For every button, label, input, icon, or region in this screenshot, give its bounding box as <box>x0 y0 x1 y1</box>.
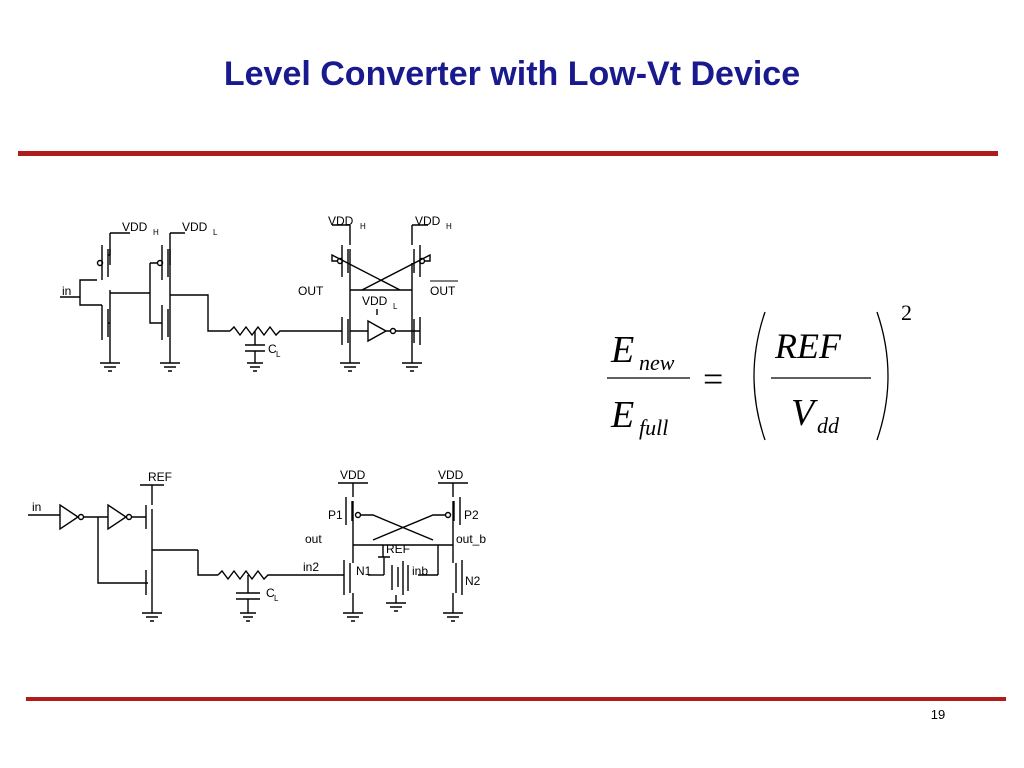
label-vdd-l-2-sub: L <box>393 302 398 311</box>
formula-e-new: E <box>610 329 634 371</box>
label-p1: P1 <box>328 508 343 522</box>
label-n2: N2 <box>465 574 481 588</box>
label-in: in <box>62 284 71 298</box>
label-n1: N1 <box>356 564 372 578</box>
label-ref-top: REF <box>148 470 172 484</box>
formula-ref: REF <box>774 326 842 366</box>
label-in2: in2 <box>303 560 319 574</box>
label-vdd-h-3-sub: H <box>446 222 452 231</box>
label-out-b: out_b <box>456 532 486 546</box>
formula-e-new-sub: new <box>639 350 675 375</box>
circuit-diagram-bottom <box>28 482 468 622</box>
label-out-bar: OUT <box>430 284 456 298</box>
formula-e-full: E <box>610 394 634 436</box>
page-number: 19 <box>930 707 946 722</box>
label-cl-sub: L <box>276 350 281 359</box>
label-vdd-h-1: VDD <box>122 220 148 234</box>
slide-title: Level Converter with Low-Vt Device <box>223 55 801 93</box>
circuit-top-labels: VDD H VDD L VDD H VDD H VDD L in OUT OUT… <box>62 214 458 359</box>
label-vdd-h-2-sub: H <box>360 222 366 231</box>
label-vdd-left: VDD <box>340 468 366 482</box>
label-vdd-right: VDD <box>438 468 464 482</box>
label-ref-mid: REF <box>386 542 410 556</box>
label-out: out <box>305 532 322 546</box>
label-vdd-h-1-sub: H <box>153 228 159 237</box>
label-vdd-l-1: VDD <box>182 220 208 234</box>
label-vdd-l-1-sub: L <box>213 228 218 237</box>
energy-ratio-formula: E new E full = REF V dd 2 <box>607 300 912 441</box>
label-cl: C <box>268 342 277 356</box>
label-vdd-h-3: VDD <box>415 214 441 228</box>
circuit-bottom-labels: REF in VDD VDD P1 P2 out out_b REF in2 N… <box>32 468 486 603</box>
label-vdd-l-2: VDD <box>362 294 388 308</box>
bottom-divider <box>26 697 1006 701</box>
label-inb: inb <box>412 564 428 578</box>
label-cl-sub: L <box>274 594 279 603</box>
formula-e-full-sub: full <box>639 415 668 440</box>
right-parenthesis <box>876 311 889 441</box>
formula-equals: = <box>703 359 723 399</box>
label-cl: C <box>266 586 275 600</box>
label-out: OUT <box>298 284 324 298</box>
circuit-diagram-top <box>60 224 431 372</box>
formula-v-sub: dd <box>817 413 840 438</box>
label-vdd-h-2: VDD <box>328 214 354 228</box>
label-in: in <box>32 500 41 514</box>
left-parenthesis <box>753 311 766 441</box>
label-p2: P2 <box>464 508 479 522</box>
formula-v: V <box>791 392 818 434</box>
formula-exponent: 2 <box>901 300 912 325</box>
top-divider <box>18 151 998 156</box>
